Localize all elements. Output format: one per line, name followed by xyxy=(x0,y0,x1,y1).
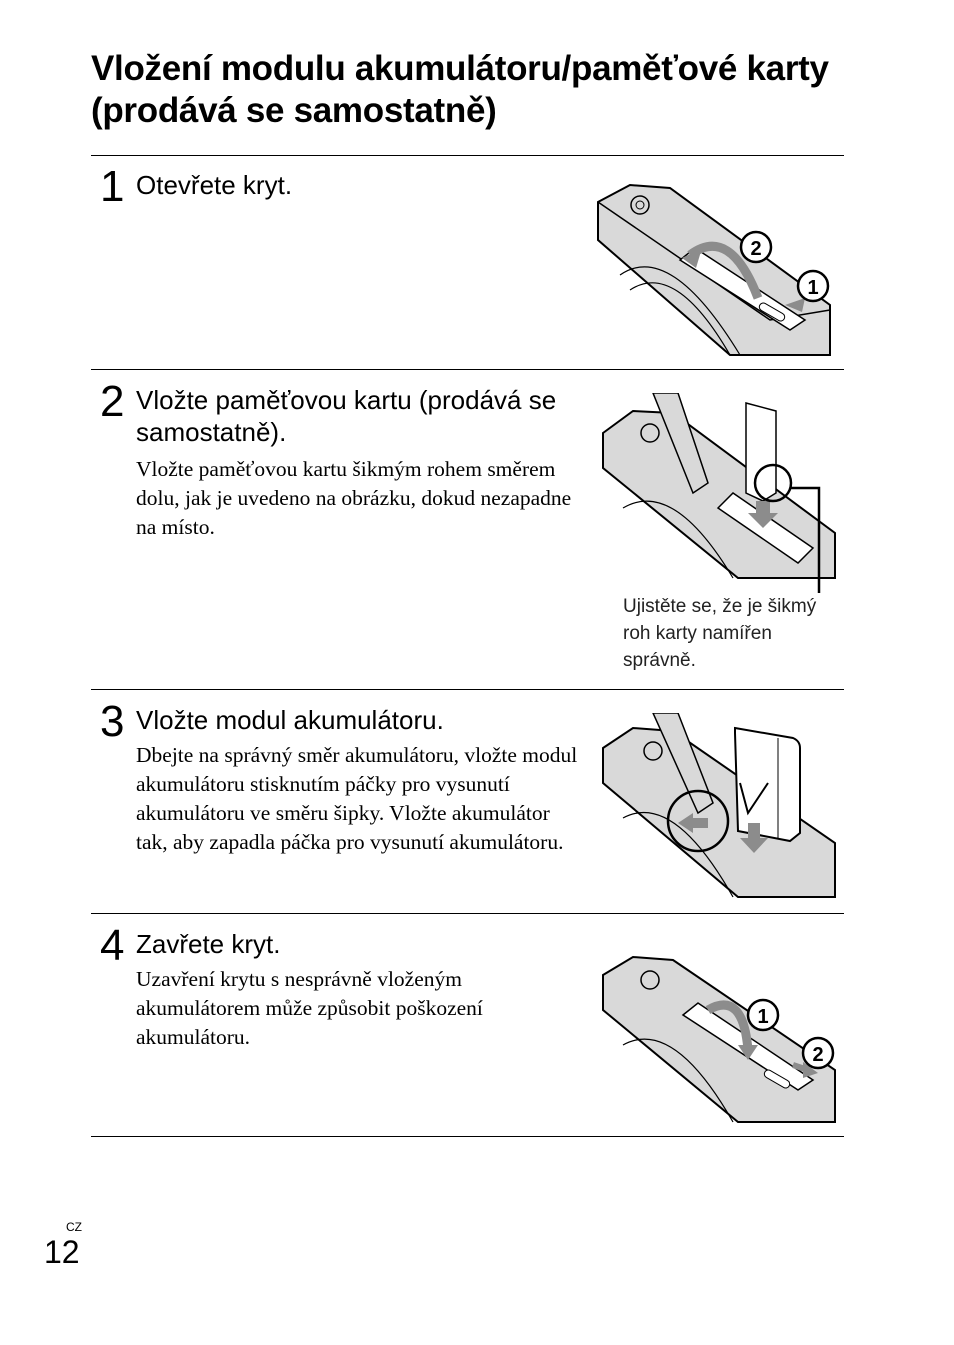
callout-2: 2 xyxy=(750,238,761,260)
page-number: 12 xyxy=(44,1234,80,1270)
camera-close-cover-illustration: 1 2 xyxy=(602,955,836,1123)
divider xyxy=(91,1136,844,1137)
step-1: 1 Otevřete kryt. xyxy=(91,165,844,365)
divider xyxy=(91,369,844,370)
step-number: 2 xyxy=(100,377,125,426)
step-body: Vložte paměťovou kartu šikmým rohem směr… xyxy=(136,457,572,539)
step-heading: Otevřete kryt. xyxy=(136,170,293,200)
callout-1: 1 xyxy=(757,1006,768,1028)
callout-2: 2 xyxy=(812,1044,823,1066)
divider xyxy=(91,689,844,690)
step-heading: Zavřete kryt. xyxy=(136,929,281,959)
battery-insert-illustration xyxy=(602,713,836,898)
memory-card-insert-illustration xyxy=(602,393,836,593)
step-2: 2 Vložte paměťovou kartu (prodává se sam… xyxy=(91,380,844,680)
step-number: 4 xyxy=(100,921,125,970)
step-heading: Vložte paměťovou kartu (prodává se samos… xyxy=(136,385,557,447)
step-body: Dbejte na správný směr akumulátoru, vlož… xyxy=(136,743,578,854)
step-heading: Vložte modul akumulátoru. xyxy=(136,705,444,735)
camera-open-cover-illustration: 2 1 xyxy=(597,183,831,356)
step-3: 3 Vložte modul akumulátoru. Dbejte na sp… xyxy=(91,700,844,910)
illustration-caption: Ujistěte se, že je šikmý roh karty namíř… xyxy=(623,596,817,671)
page-title: Vložení modulu akumulátoru/paměťové kart… xyxy=(91,49,829,130)
step-body: Uzavření krytu s nesprávně vloženým akum… xyxy=(136,967,483,1049)
divider xyxy=(91,155,844,156)
page-language-code: CZ xyxy=(66,1220,82,1234)
step-number: 3 xyxy=(100,697,125,746)
callout-1: 1 xyxy=(807,277,818,299)
step-4: 4 Zavřete kryt. Uzavření krytu s nespráv… xyxy=(91,924,844,1134)
divider xyxy=(91,913,844,914)
step-number: 1 xyxy=(100,162,125,211)
